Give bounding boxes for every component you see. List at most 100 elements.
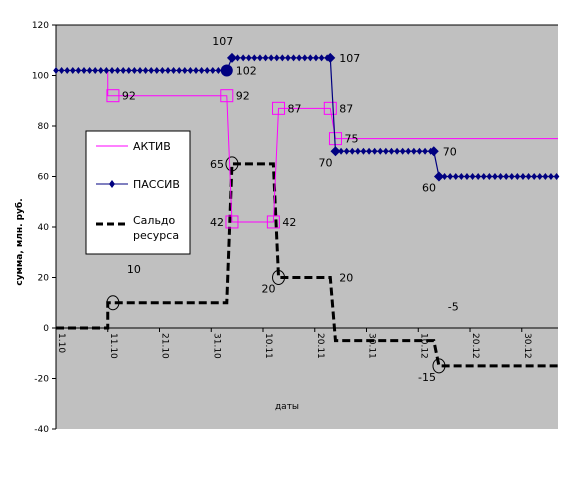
data-label: 42 — [210, 216, 224, 229]
passiv-point-marker — [343, 147, 350, 155]
passiv-point-marker — [542, 173, 549, 180]
passiv-point-marker — [411, 147, 417, 155]
y-tick-label: 80 — [38, 122, 50, 132]
passiv-point-marker — [126, 66, 132, 74]
passiv-point-marker — [148, 66, 154, 74]
passiv-point-marker — [405, 147, 412, 155]
passiv-point-marker — [257, 54, 263, 62]
y-tick-label: 40 — [38, 223, 50, 233]
legend-label-passiv: ПАССИВ — [133, 178, 180, 191]
passiv-point-marker — [279, 54, 286, 62]
saldo-point-marker — [106, 295, 120, 311]
data-label: 70 — [443, 145, 457, 158]
y-tick-label: 120 — [32, 21, 49, 31]
legend-item-aktiv: АКТИВ — [96, 140, 171, 153]
passiv-key-marker — [330, 146, 341, 157]
x-axis-title: даты — [275, 402, 299, 412]
y-tick-label: 20 — [38, 274, 50, 284]
passiv-point-marker — [58, 66, 65, 74]
passiv-point-marker — [75, 66, 82, 74]
x-tick-label: 31.10 — [211, 333, 221, 359]
data-label: 92 — [236, 90, 250, 103]
data-label: -15 — [418, 371, 436, 384]
passiv-point-marker — [452, 173, 459, 180]
passiv-point-marker — [536, 173, 543, 180]
y-tick-label: 0 — [43, 324, 49, 334]
passiv-point-marker — [240, 54, 246, 62]
passiv-point-marker — [399, 147, 406, 155]
passiv-point-marker — [447, 173, 453, 180]
passiv-point-marker — [53, 66, 59, 74]
passiv-point-marker — [165, 66, 171, 74]
passiv-point-marker — [525, 173, 532, 180]
y-tick-label: 60 — [38, 173, 50, 183]
saldo-point-marker — [432, 358, 446, 374]
passiv-point-marker — [486, 173, 493, 180]
passiv-point-marker — [64, 66, 70, 74]
passiv-point-marker — [120, 66, 126, 74]
passiv-key-marker — [433, 171, 444, 182]
aktiv-point-marker — [220, 89, 234, 103]
data-label: 10 — [127, 263, 141, 276]
passiv-point-marker — [245, 54, 252, 62]
passiv-point-marker — [268, 54, 274, 62]
aktiv-point-marker — [225, 215, 239, 229]
x-tick-label: 1.10 — [56, 333, 66, 353]
passiv-key-marker — [325, 52, 336, 63]
data-label: 87 — [288, 102, 302, 115]
data-label: 20 — [262, 283, 276, 296]
passiv-point-marker — [531, 173, 537, 180]
passiv-point-marker — [176, 66, 182, 74]
passiv-point-marker — [251, 54, 258, 62]
x-tick-label: 30.11 — [367, 333, 377, 359]
legend-label-saldo-line: Сальдо — [133, 214, 176, 227]
passiv-point-marker — [154, 66, 160, 74]
x-tick-label: 30.12 — [522, 333, 532, 359]
passiv-point-marker — [497, 173, 504, 180]
passiv-point-marker — [301, 54, 308, 62]
passiv-point-marker — [313, 54, 319, 62]
passiv-point-marker — [86, 66, 93, 74]
passiv-point-marker — [377, 147, 384, 155]
passiv-point-marker — [441, 173, 448, 180]
passiv-point-marker — [262, 54, 269, 62]
passiv-point-marker — [475, 173, 481, 180]
passiv-point-marker — [204, 66, 210, 74]
data-label: 65 — [210, 158, 224, 171]
passiv-point-marker — [480, 173, 487, 180]
passiv-point-marker — [159, 66, 166, 74]
passiv-point-marker — [285, 54, 291, 62]
data-label: 102 — [236, 64, 257, 77]
passiv-point-marker — [508, 173, 515, 180]
aktiv-point-marker — [323, 101, 337, 115]
data-label: 107 — [339, 52, 360, 65]
passiv-point-marker — [307, 54, 314, 62]
passiv-point-marker — [234, 54, 241, 62]
passiv-point-marker — [355, 147, 361, 155]
passiv-point-marker — [360, 147, 367, 155]
aktiv-point-marker — [266, 215, 280, 229]
y-tick-label: 100 — [32, 72, 49, 82]
passiv-point-marker — [366, 147, 372, 155]
data-label: 92 — [122, 90, 136, 103]
passiv-key-marker — [226, 52, 237, 63]
passiv-point-marker — [131, 66, 138, 74]
passiv-point-marker — [394, 147, 400, 155]
x-tick-label: 20.11 — [315, 333, 325, 359]
legend-box — [85, 130, 191, 255]
passiv-point-marker — [458, 173, 465, 180]
x-tick-label: 21.10 — [160, 333, 170, 359]
passiv-point-marker — [338, 147, 344, 155]
data-label: 20 — [339, 272, 353, 285]
passiv-point-marker — [98, 66, 104, 74]
y-tick-label: -40 — [34, 425, 49, 435]
passiv-point-marker — [187, 66, 194, 74]
passiv-point-marker — [383, 147, 389, 155]
passiv-point-marker — [142, 66, 149, 74]
data-label: 42 — [282, 216, 296, 229]
